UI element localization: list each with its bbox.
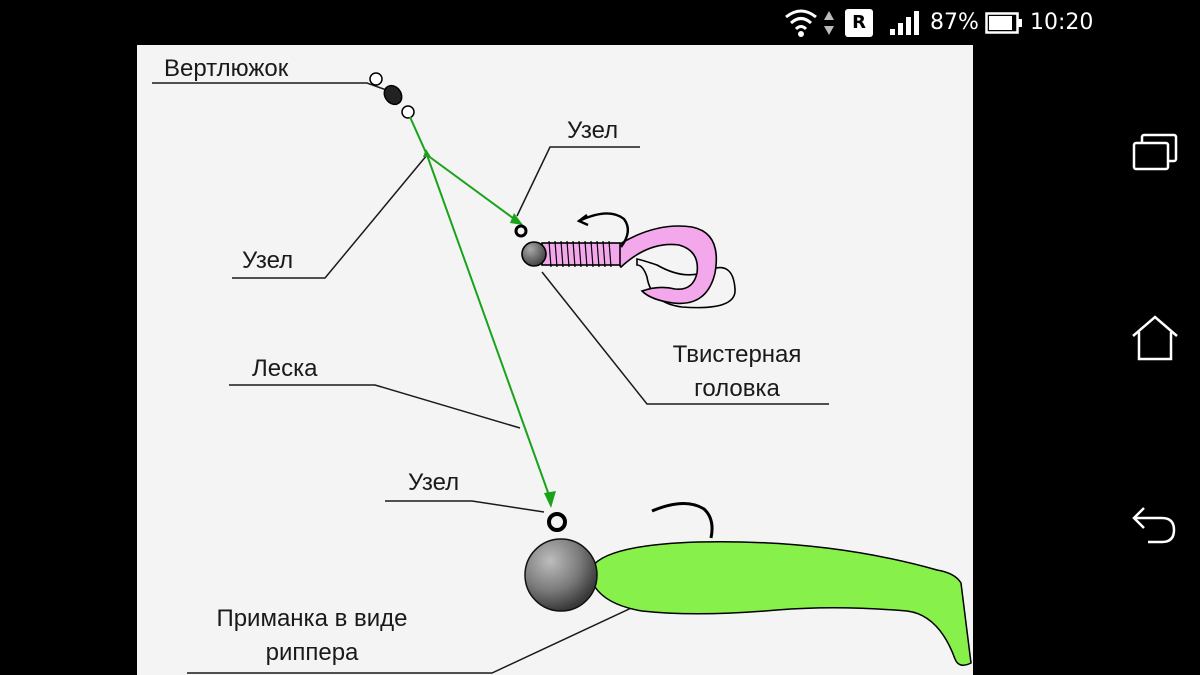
fishing-line — [409, 116, 551, 499]
rig-diagram: Вертлюжок Узел Узел Леска Твистерная гол… — [137, 45, 973, 675]
leader-lines — [152, 82, 829, 674]
leader-knot-bottom — [385, 500, 545, 513]
ripper-lure — [524, 502, 972, 666]
swivel — [369, 72, 415, 119]
back-button[interactable] — [1110, 485, 1200, 565]
leader-knot-left — [232, 154, 428, 279]
signal-icon — [888, 0, 920, 45]
label-knot-left: Узел — [242, 247, 294, 274]
label-line: Леска — [252, 355, 318, 382]
label-knot-top: Узел — [567, 117, 619, 144]
roaming-badge: R — [845, 0, 873, 45]
battery-icon — [985, 0, 1023, 45]
leader-line — [229, 384, 521, 429]
leader-knot-top — [516, 146, 640, 217]
wifi-icon — [784, 0, 818, 45]
home-icon — [1132, 315, 1178, 361]
rig-illustration — [152, 72, 972, 674]
battery-percent: 87% — [930, 10, 979, 35]
label-lure-line2: риппера — [265, 639, 359, 666]
label-twister-head-line2: головка — [694, 375, 780, 402]
knot-left-marker — [423, 149, 431, 157]
leader-swivel — [152, 82, 393, 93]
clock: 10:20 — [1030, 10, 1094, 35]
home-button[interactable] — [1110, 298, 1200, 378]
data-arrows-icon — [822, 0, 836, 45]
label-lure: Приманка в виде риппера — [187, 605, 437, 667]
label-twister-head-line1: Твистерная — [672, 341, 802, 368]
status-bar: R 87% 10:20 — [0, 0, 1120, 45]
label-lure-line1: Приманка в виде — [216, 605, 408, 632]
navigation-bar — [1110, 0, 1200, 675]
label-twister-head: Твистерная головка — [647, 341, 827, 403]
recent-apps-button[interactable] — [1110, 112, 1200, 192]
leader-lure — [187, 582, 686, 674]
twister-jig — [514, 212, 736, 309]
roaming-badge-text: R — [852, 12, 866, 33]
leader-twister-head — [541, 271, 829, 405]
back-icon — [1132, 507, 1176, 544]
recent-apps-icon — [1132, 133, 1178, 171]
label-knot-bottom: Узел — [408, 469, 460, 496]
knot-top-arrow — [510, 213, 523, 225]
label-swivel: Вертлюжок — [164, 55, 289, 82]
knot-bottom-arrow — [544, 491, 556, 508]
